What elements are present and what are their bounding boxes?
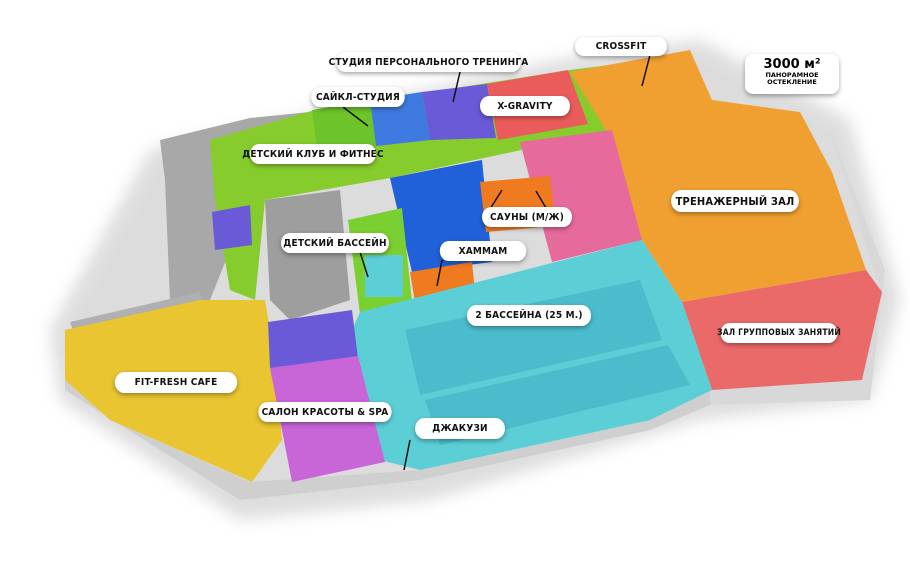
label-gym: ТРЕНАЖЕРНЫЙ ЗАЛ — [671, 190, 799, 212]
area-line2: ОСТЕКЛЕНИЕ — [767, 78, 817, 86]
label-kids-pool: ДЕТСКИЙ БАССЕЙН — [281, 233, 389, 253]
label-jacuzzi: ДЖАКУЗИ — [415, 418, 505, 439]
area-line1: ПАНОРАМНОЕ — [765, 71, 819, 79]
label-group-hall: ЗАЛ ГРУППОВЫХ ЗАНЯТИЙ — [717, 323, 841, 343]
room-crossfit-gym — [570, 50, 866, 302]
label-x-gravity: X-GRAVITY — [480, 96, 570, 116]
label-beauty-spa: САЛОН КРАСОТЫ & SPA — [258, 402, 392, 422]
label-cafe: FIT-FRESH CAFE — [114, 372, 238, 393]
kids-pool-water — [365, 255, 403, 297]
label-crossfit: CROSSFIT — [575, 37, 667, 56]
label-cycle-studio: САЙКЛ-СТУДИЯ — [311, 87, 405, 107]
room-personal-training — [422, 84, 496, 140]
label-personal-training: СТУДИЯ ПЕРСОНАЛЬНОГО ТРЕНИНГА — [329, 52, 528, 72]
label-hammam: ХАММАМ — [439, 241, 527, 261]
leader-lines — [342, 54, 651, 471]
room-purple — [268, 310, 358, 368]
label-saunas: САУНЫ (М/Ж) — [482, 207, 572, 227]
pool-lane-1 — [405, 280, 662, 395]
room-blue-small — [212, 205, 252, 250]
room-kids-club — [312, 100, 376, 156]
room-pink-block — [520, 130, 642, 262]
area-value: 3000 м² — [763, 57, 821, 72]
label-pools: 2 БАССЕЙНА (25 М.) — [466, 305, 592, 326]
room-service-gray-2 — [265, 190, 350, 320]
facade-right — [705, 130, 885, 405]
area-badge: 3000 м² ПАНОРАМНОЕ ОСТЕКЛЕНИЕ — [745, 54, 839, 94]
label-kids-club: ДЕТСКИЙ КЛУБ И ФИТНЕС — [242, 144, 384, 164]
